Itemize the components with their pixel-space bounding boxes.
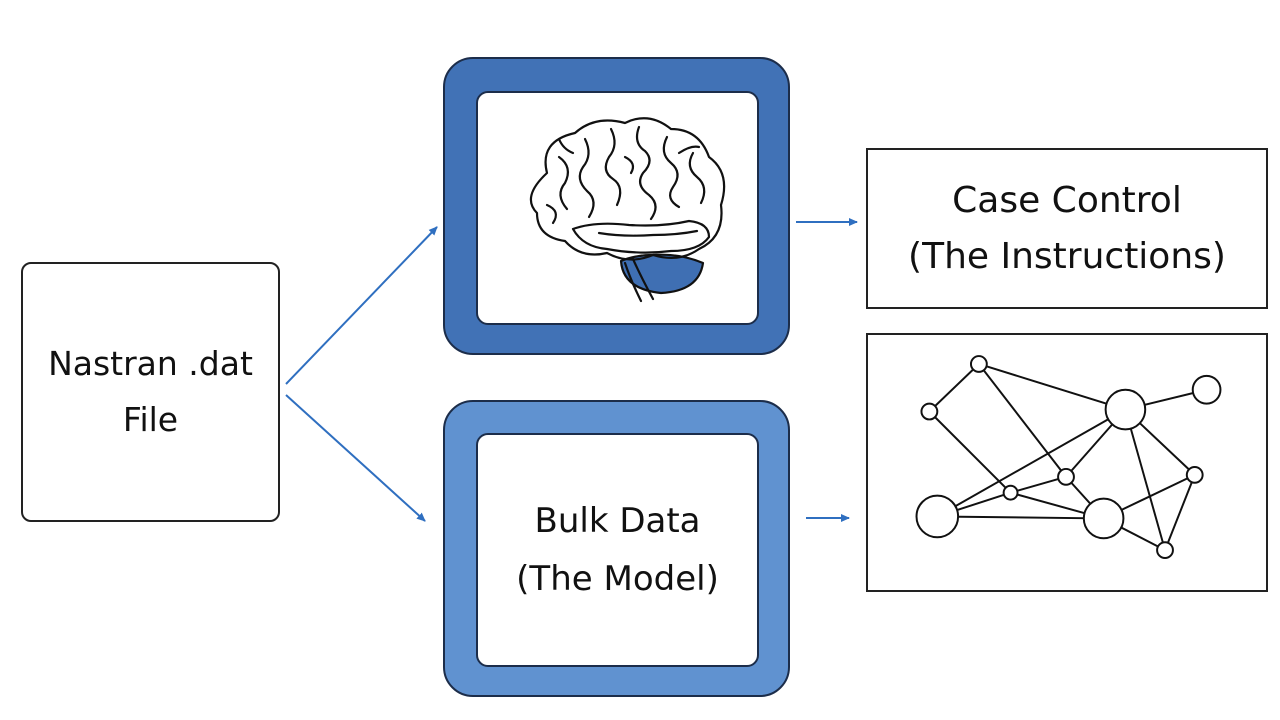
bulk-data-title: Bulk Data <box>534 501 701 541</box>
source-label-line2: File <box>122 400 179 439</box>
bulk-data-box: Bulk Data (The Model) <box>476 433 759 667</box>
arrow-to-bulk-data <box>285 394 426 522</box>
source-label-line1: Nastran .dat <box>48 344 253 383</box>
brain-icon <box>529 117 725 303</box>
network-graph-box <box>866 333 1268 592</box>
case-control-subtitle: (The Instructions) <box>908 235 1226 277</box>
nastran-dat-file-box: Nastran .dat File <box>21 262 280 522</box>
bulk-data-subtitle: (The Model) <box>516 559 719 599</box>
bulk-data-frame: Bulk Data (The Model) <box>443 400 790 697</box>
brain-panel <box>476 91 759 325</box>
case-control-title: Case Control <box>952 179 1182 221</box>
arrow-to-brain <box>285 226 438 385</box>
case-control-box: Case Control (The Instructions) <box>866 148 1268 309</box>
network-graph-icon <box>915 355 1222 560</box>
case-control-brain-frame <box>443 57 790 355</box>
